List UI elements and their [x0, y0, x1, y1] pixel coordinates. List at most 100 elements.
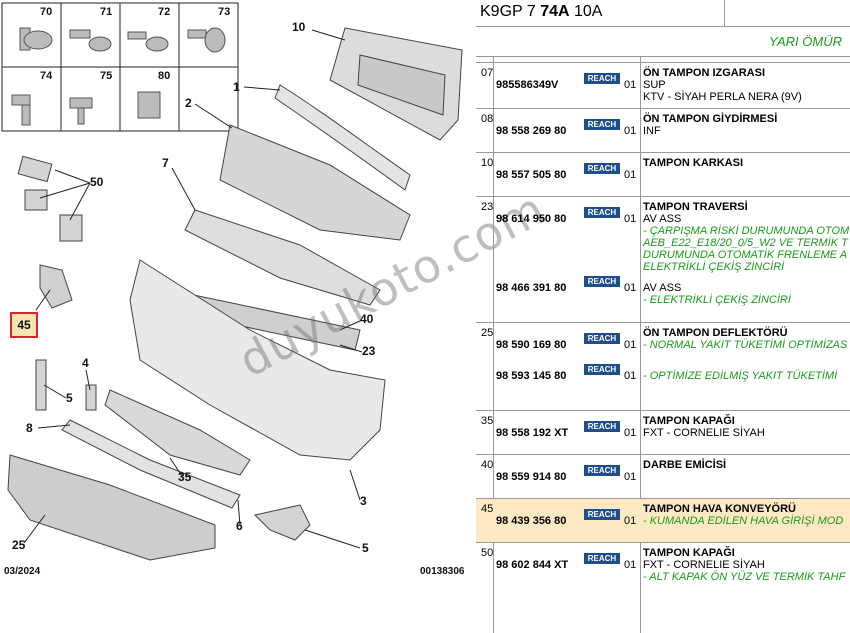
fastener-number: 75 — [100, 70, 113, 82]
item-number: 08 — [481, 113, 494, 125]
part-title: TAMPON KAPAĞI — [643, 547, 735, 559]
reach-badge: REACH — [584, 364, 620, 375]
column-divider — [640, 56, 641, 633]
reach-badge: REACH — [584, 421, 620, 432]
callout-40[interactable]: 40 — [360, 312, 374, 326]
part-reference[interactable]: 98 558 269 80 — [496, 125, 567, 137]
table-top-border — [476, 56, 850, 57]
part-reference[interactable]: 98 602 844 XT — [496, 559, 569, 571]
fastener-number: 72 — [158, 6, 171, 18]
callout-4[interactable]: 4 — [82, 356, 89, 370]
part-reference[interactable]: 98 559 914 80 — [496, 471, 567, 483]
diagram-date: 03/2024 — [4, 566, 41, 577]
diagram-number: 00138306 — [420, 566, 465, 577]
callout-6[interactable]: 6 — [236, 519, 243, 533]
callout-7[interactable]: 7 — [162, 156, 169, 170]
callout-5[interactable]: 5 — [66, 391, 73, 405]
part-title: TAMPON TRAVERSİ — [643, 201, 748, 213]
part-reference[interactable]: 98 466 391 80 — [496, 282, 567, 294]
callout-10[interactable]: 10 — [292, 20, 306, 34]
item-number: 40 — [481, 459, 494, 471]
item-number: 35 — [481, 415, 494, 427]
callout-35[interactable]: 35 — [178, 470, 192, 484]
item-number: 25 — [481, 327, 494, 339]
part-variant: FXT - CORNELIE SİYAH — [643, 427, 765, 439]
reach-badge: REACH — [584, 276, 620, 287]
column-divider — [493, 56, 494, 633]
part-reference[interactable]: 98 593 145 80 — [496, 370, 567, 382]
part-title: TAMPON KAPAĞI — [643, 415, 735, 427]
part-condition: - ALT KAPAK ÖN YÜZ VE TERMİK TAHF — [643, 571, 846, 583]
part-condition: ELEKTRİKLİ ÇEKİŞ ZİNCİRİ — [643, 261, 785, 273]
parts-header: K9GP 7 74A 10A — [476, 0, 850, 27]
quantity: 01 — [624, 559, 637, 571]
part-title: TAMPON KARKASI — [643, 157, 744, 169]
callout-1[interactable]: 1 — [233, 80, 240, 94]
part-title: DARBE EMİCİSİ — [643, 459, 727, 471]
part-reference[interactable]: 985586349V — [496, 79, 559, 91]
part-condition: - ÇARPIŞMA RİSKİ DURUMUNDA OTOM — [643, 225, 850, 237]
part-reference[interactable]: 98 439 356 80 — [496, 515, 567, 527]
header-divider — [724, 0, 725, 26]
part-condition: - OPTİMİZE EDİLMİŞ YAKIT TÜKETİMİ — [643, 370, 838, 382]
fastener-number: 73 — [218, 6, 231, 18]
part-reference[interactable]: 98 614 950 80 — [496, 213, 567, 225]
exploded-parts-diagram: 70 71 72 73 74 75 80 10 1 2 7 50 45 40 2… — [1, 2, 465, 577]
part-reference[interactable]: 98 558 192 XT — [496, 427, 569, 439]
part-condition: - NORMAL YAKIT TÜKETİMİ OPTİMİZAS — [643, 339, 848, 351]
callout-25[interactable]: 25 — [12, 538, 26, 552]
callout-8[interactable]: 8 — [26, 421, 33, 435]
reach-badge: REACH — [584, 207, 620, 218]
model-code: K9GP 7 74A 10A — [480, 3, 603, 20]
callout-5b[interactable]: 5 — [362, 541, 369, 555]
part-title: TAMPON HAVA KONVEYÖRÜ — [643, 503, 796, 515]
part-reference[interactable]: 98 590 169 80 — [496, 339, 567, 351]
item-number: 50 — [481, 547, 494, 559]
part-title: ÖN TAMPON IZGARASI — [643, 67, 766, 79]
part-condition: - ELEKTRİKLİ ÇEKİŞ ZİNCİRİ — [643, 294, 791, 306]
bumper-illustration — [1, 2, 463, 561]
part-condition: - KUMANDA EDİLEN HAVA GİRİŞİ MOD — [643, 515, 844, 527]
item-number: 10 — [481, 157, 494, 169]
reach-badge: REACH — [584, 553, 620, 564]
item-number: 45 — [481, 503, 494, 515]
fastener-number: 70 — [40, 6, 53, 18]
fastener-number: 71 — [100, 6, 113, 18]
callout-23[interactable]: 23 — [362, 344, 376, 358]
service-life-label: YARI ÖMÜR — [769, 34, 842, 49]
quantity: 01 — [624, 282, 637, 294]
part-title: ÖN TAMPON GİYDİRMESİ — [643, 113, 778, 125]
part-reference[interactable]: 98 557 505 80 — [496, 169, 567, 181]
part-title: ÖN TAMPON DEFLEKTÖRÜ — [643, 327, 788, 339]
quantity: 01 — [624, 339, 637, 351]
callout-3[interactable]: 3 — [360, 494, 367, 508]
part-variant: SUP — [643, 79, 666, 91]
part-condition: AEB_E22_E18/20_0/5_W2 VE TERMİK T — [643, 237, 848, 249]
part-variant: KTV - SİYAH PERLA NERA (9V) — [643, 91, 802, 103]
fastener-number: 74 — [40, 70, 53, 82]
part-variant: INF — [643, 125, 661, 137]
quantity: 01 — [624, 125, 637, 137]
quantity: 01 — [624, 213, 637, 225]
quantity: 01 — [624, 427, 637, 439]
callout-50[interactable]: 50 — [90, 175, 104, 189]
part-condition: DURUMUNDA OTOMATİK FRENLEME A — [643, 249, 848, 261]
reach-badge: REACH — [584, 163, 620, 174]
reach-badge: REACH — [584, 73, 620, 84]
quantity: 01 — [624, 471, 637, 483]
callout-2[interactable]: 2 — [185, 96, 192, 110]
part-variant: AV ASS — [643, 213, 682, 225]
callout-45-highlighted[interactable]: 45 — [10, 312, 38, 338]
